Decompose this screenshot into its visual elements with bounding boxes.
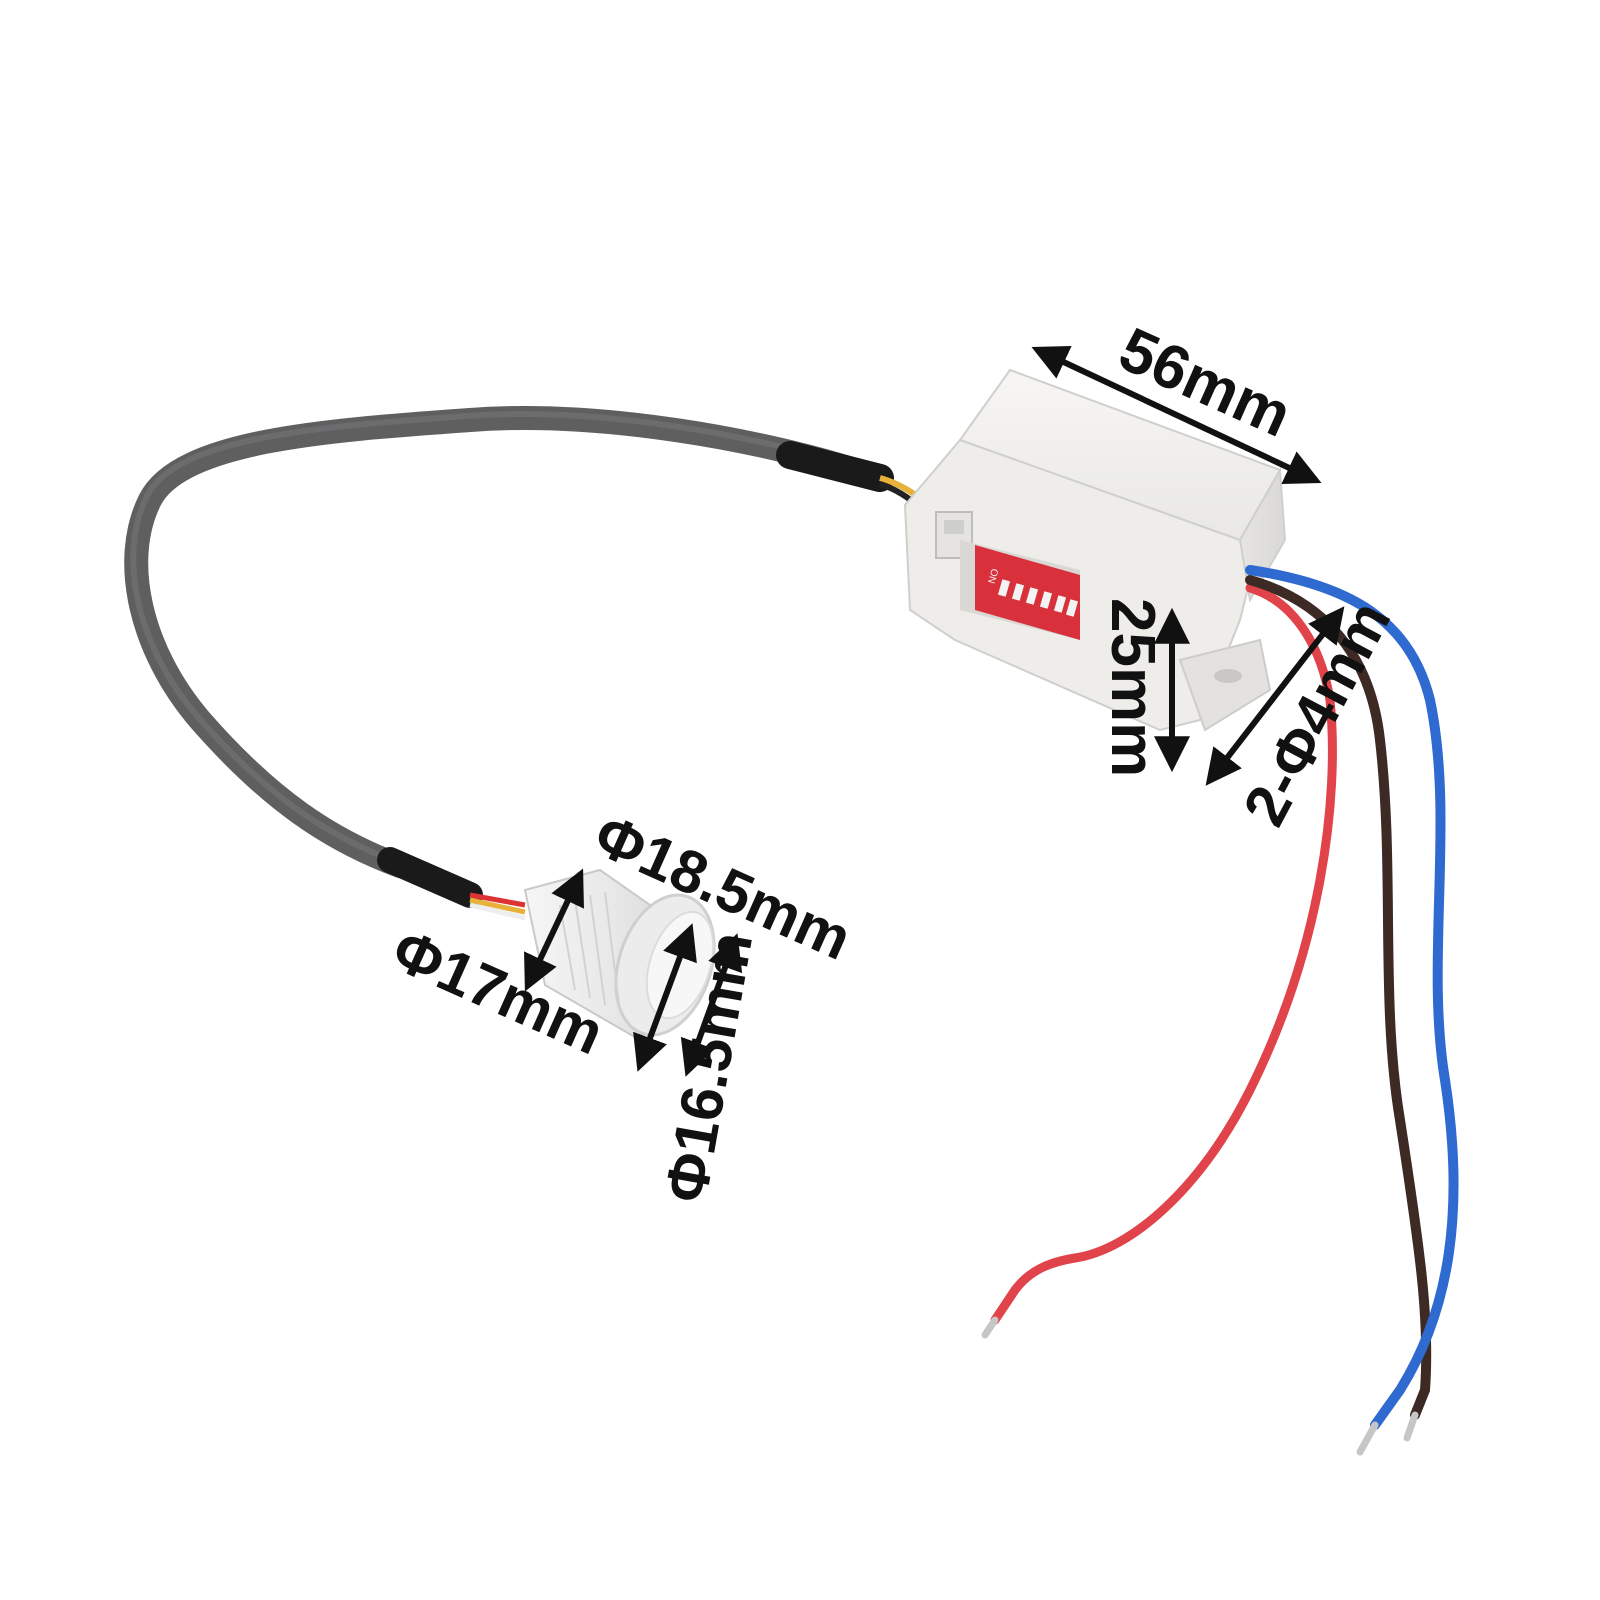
dip-switch: ON bbox=[975, 545, 1080, 640]
dimension-arrows bbox=[524, 345, 1345, 1077]
arrow-16-5mm bbox=[680, 933, 743, 1077]
arrow-4mm bbox=[1205, 606, 1345, 786]
sensor-cable bbox=[124, 406, 948, 921]
label-25mm: 25mm bbox=[1098, 598, 1167, 777]
brown-wire bbox=[1245, 575, 1432, 1420]
dip-switch-label: ON bbox=[985, 567, 1000, 584]
arrow-17mm bbox=[524, 868, 584, 992]
blue-wire bbox=[1245, 565, 1459, 1430]
arrow-56mm bbox=[1031, 345, 1322, 485]
